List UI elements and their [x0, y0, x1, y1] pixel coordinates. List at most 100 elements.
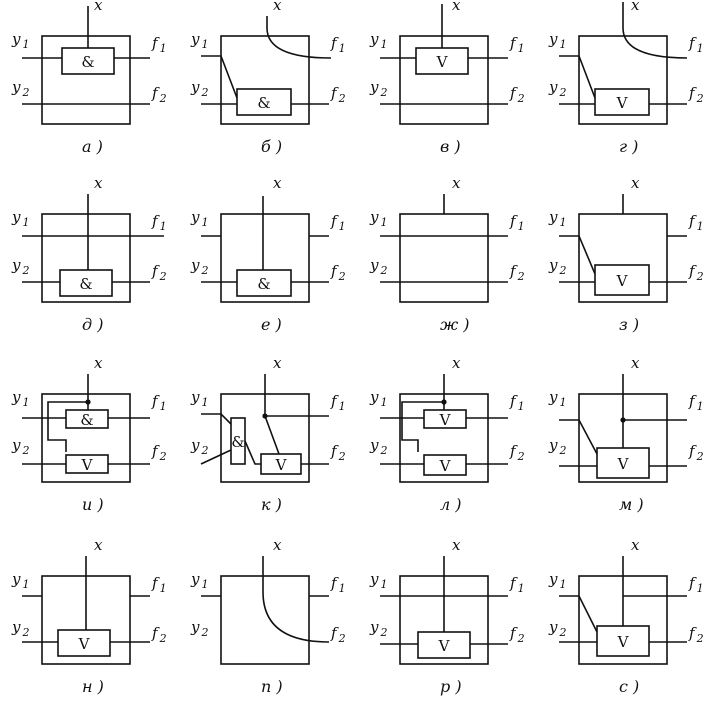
cell-caption: ж ) — [440, 315, 470, 334]
cell-caption: н ) — [82, 677, 104, 696]
or-gate — [57, 629, 111, 657]
cell-caption: г ) — [619, 137, 638, 156]
wire — [244, 440, 261, 465]
or-gate — [423, 454, 467, 476]
and-gate-symbol: & — [79, 275, 92, 293]
cell-box — [399, 213, 489, 303]
wire — [559, 595, 598, 633]
or-gate — [596, 625, 650, 657]
wire — [201, 413, 232, 425]
or-gate-symbol: V — [438, 637, 451, 655]
cell-caption: и ) — [82, 495, 104, 514]
or-gate-symbol: V — [275, 456, 288, 474]
cell-caption: е ) — [261, 315, 282, 334]
cell-caption: р ) — [440, 677, 462, 696]
x-label: x — [631, 354, 640, 372]
or-gate-symbol: V — [616, 272, 629, 290]
or-gate — [594, 88, 650, 116]
and-gate — [61, 47, 115, 75]
cell-caption: п ) — [261, 677, 283, 696]
x-label: x — [273, 536, 282, 554]
or-gate-symbol: V — [78, 635, 91, 653]
cell-caption: з ) — [619, 315, 639, 334]
or-gate-symbol: V — [617, 633, 630, 651]
cell-caption: к ) — [261, 495, 282, 514]
and-gate — [65, 409, 109, 429]
wire — [262, 556, 330, 643]
cell-caption: б ) — [261, 137, 282, 156]
x-label: x — [273, 354, 282, 372]
wire — [266, 16, 332, 59]
wire — [559, 235, 596, 275]
x-label: x — [94, 354, 103, 372]
or-gate — [417, 631, 471, 659]
x-label: x — [452, 174, 461, 192]
x-label: x — [631, 536, 640, 554]
wire — [559, 55, 596, 99]
and-gate-symbol: & — [231, 433, 244, 451]
cell-caption: с ) — [619, 677, 639, 696]
or-gate-symbol: V — [436, 53, 449, 71]
x-label: x — [452, 354, 461, 372]
cell-caption: м ) — [619, 495, 644, 514]
and-gate — [59, 269, 113, 297]
x-label: x — [631, 174, 640, 192]
x-label: x — [94, 174, 103, 192]
x-label: x — [273, 174, 282, 192]
cell-box — [220, 575, 310, 665]
or-gate — [594, 264, 650, 296]
or-gate-symbol: V — [616, 94, 629, 112]
